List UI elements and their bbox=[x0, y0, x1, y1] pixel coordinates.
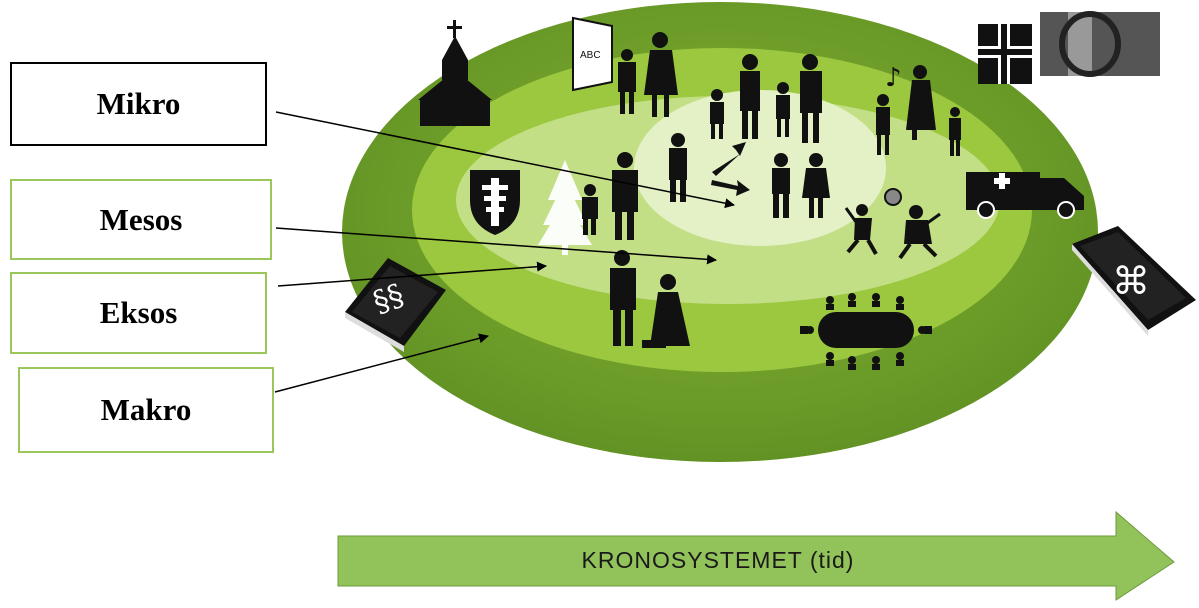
mikro-label: Mikro bbox=[96, 86, 181, 121]
mesos-label-box: Mesos bbox=[10, 179, 272, 260]
coat-of-arms-icon bbox=[470, 170, 520, 235]
eksos-label: Eksos bbox=[99, 295, 178, 330]
time-arrow-label: KRONOSYSTEMET (tid) bbox=[581, 546, 855, 573]
mikro-pointer bbox=[275, 111, 735, 209]
meeting-table-icon bbox=[800, 293, 932, 370]
couple-icon bbox=[610, 250, 690, 348]
playing-children-icon bbox=[844, 188, 941, 260]
school-board-icon: ABC bbox=[572, 16, 678, 117]
mikro-label-box: Mikro bbox=[10, 62, 267, 146]
eksos-label-box: Eksos bbox=[10, 272, 267, 354]
svg-text:ABC: ABC bbox=[580, 50, 601, 61]
svg-text:⌘: ⌘ bbox=[1112, 259, 1150, 303]
music-icon: ♪ bbox=[876, 63, 961, 156]
ambulance-icon bbox=[966, 172, 1084, 219]
children-icon bbox=[772, 153, 830, 218]
mesos-label: Mesos bbox=[99, 201, 183, 237]
flag-icon bbox=[978, 11, 1160, 84]
direction-arrows-icon bbox=[711, 142, 750, 196]
time-arrow-shape bbox=[337, 510, 1175, 601]
parent-child-icon bbox=[582, 133, 687, 240]
eksos-pointer bbox=[277, 261, 547, 287]
family-icon bbox=[710, 54, 822, 143]
mesos-pointer bbox=[275, 227, 717, 265]
church-icon bbox=[418, 20, 492, 126]
tree-icon bbox=[538, 160, 592, 255]
makro-pointer bbox=[274, 333, 489, 393]
law-book-icon: §§ bbox=[345, 258, 446, 352]
makro-label-box: Makro bbox=[18, 367, 274, 453]
command-book-icon: ⌘ bbox=[1072, 226, 1196, 336]
makro-label: Makro bbox=[100, 392, 192, 427]
svg-text:♪: ♪ bbox=[885, 63, 902, 93]
